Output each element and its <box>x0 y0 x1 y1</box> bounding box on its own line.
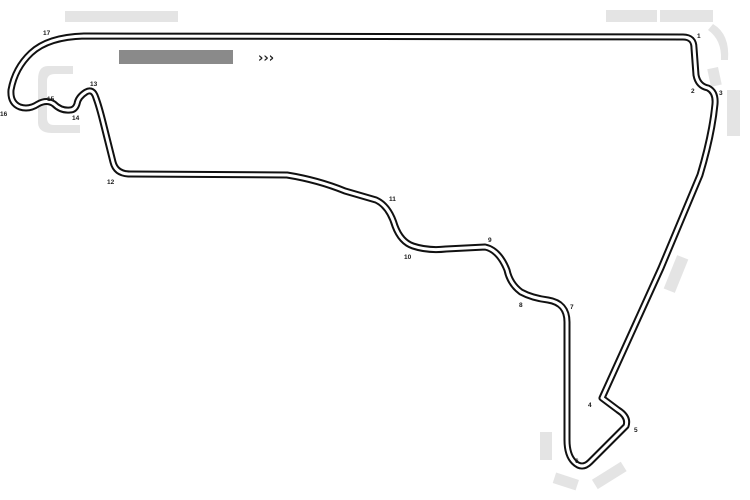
runoff-areas <box>38 10 740 491</box>
turn-labels: 1 2 3 4 5 6 7 8 9 10 11 12 13 14 15 16 1… <box>0 30 723 465</box>
runoff-stadium-1 <box>552 472 579 491</box>
turn-number-5: 5 <box>634 427 638 434</box>
turn-number-16: 16 <box>0 111 8 118</box>
turn-number-4: 4 <box>588 402 592 409</box>
turn-number-3: 3 <box>719 90 723 97</box>
turn-number-6: 6 <box>575 458 579 465</box>
runoff-corner-1 <box>708 24 729 60</box>
runoff-back-straight <box>663 255 689 293</box>
turn-number-9: 9 <box>488 237 492 244</box>
runoff-stadium-2 <box>591 461 627 490</box>
turn-number-14: 14 <box>72 115 80 122</box>
runoff-strip-top-left <box>65 11 178 22</box>
triple-chevron-right-icon: ››› <box>258 51 274 66</box>
circuit-track <box>7 32 719 470</box>
track-outline <box>7 32 719 470</box>
turn-number-2: 2 <box>691 88 695 95</box>
turn-number-7: 7 <box>570 304 574 311</box>
runoff-strip-top-right-2 <box>660 10 713 22</box>
turn-number-8: 8 <box>519 302 523 309</box>
turn-number-13: 13 <box>90 81 98 88</box>
turn-number-17: 17 <box>43 30 51 37</box>
turn-number-11: 11 <box>389 196 396 203</box>
turn-number-10: 10 <box>404 254 412 261</box>
turn-number-15: 15 <box>47 96 55 103</box>
runoff-strip-top-right-1 <box>606 10 657 22</box>
runoff-corner-6 <box>540 432 552 460</box>
track-surface <box>9 34 717 468</box>
runoff-corner-3 <box>727 90 740 136</box>
turn-number-1: 1 <box>697 33 701 40</box>
turn-number-12: 12 <box>107 179 115 186</box>
runoff-corner-3b <box>707 66 722 87</box>
start-finish-block <box>119 50 233 64</box>
